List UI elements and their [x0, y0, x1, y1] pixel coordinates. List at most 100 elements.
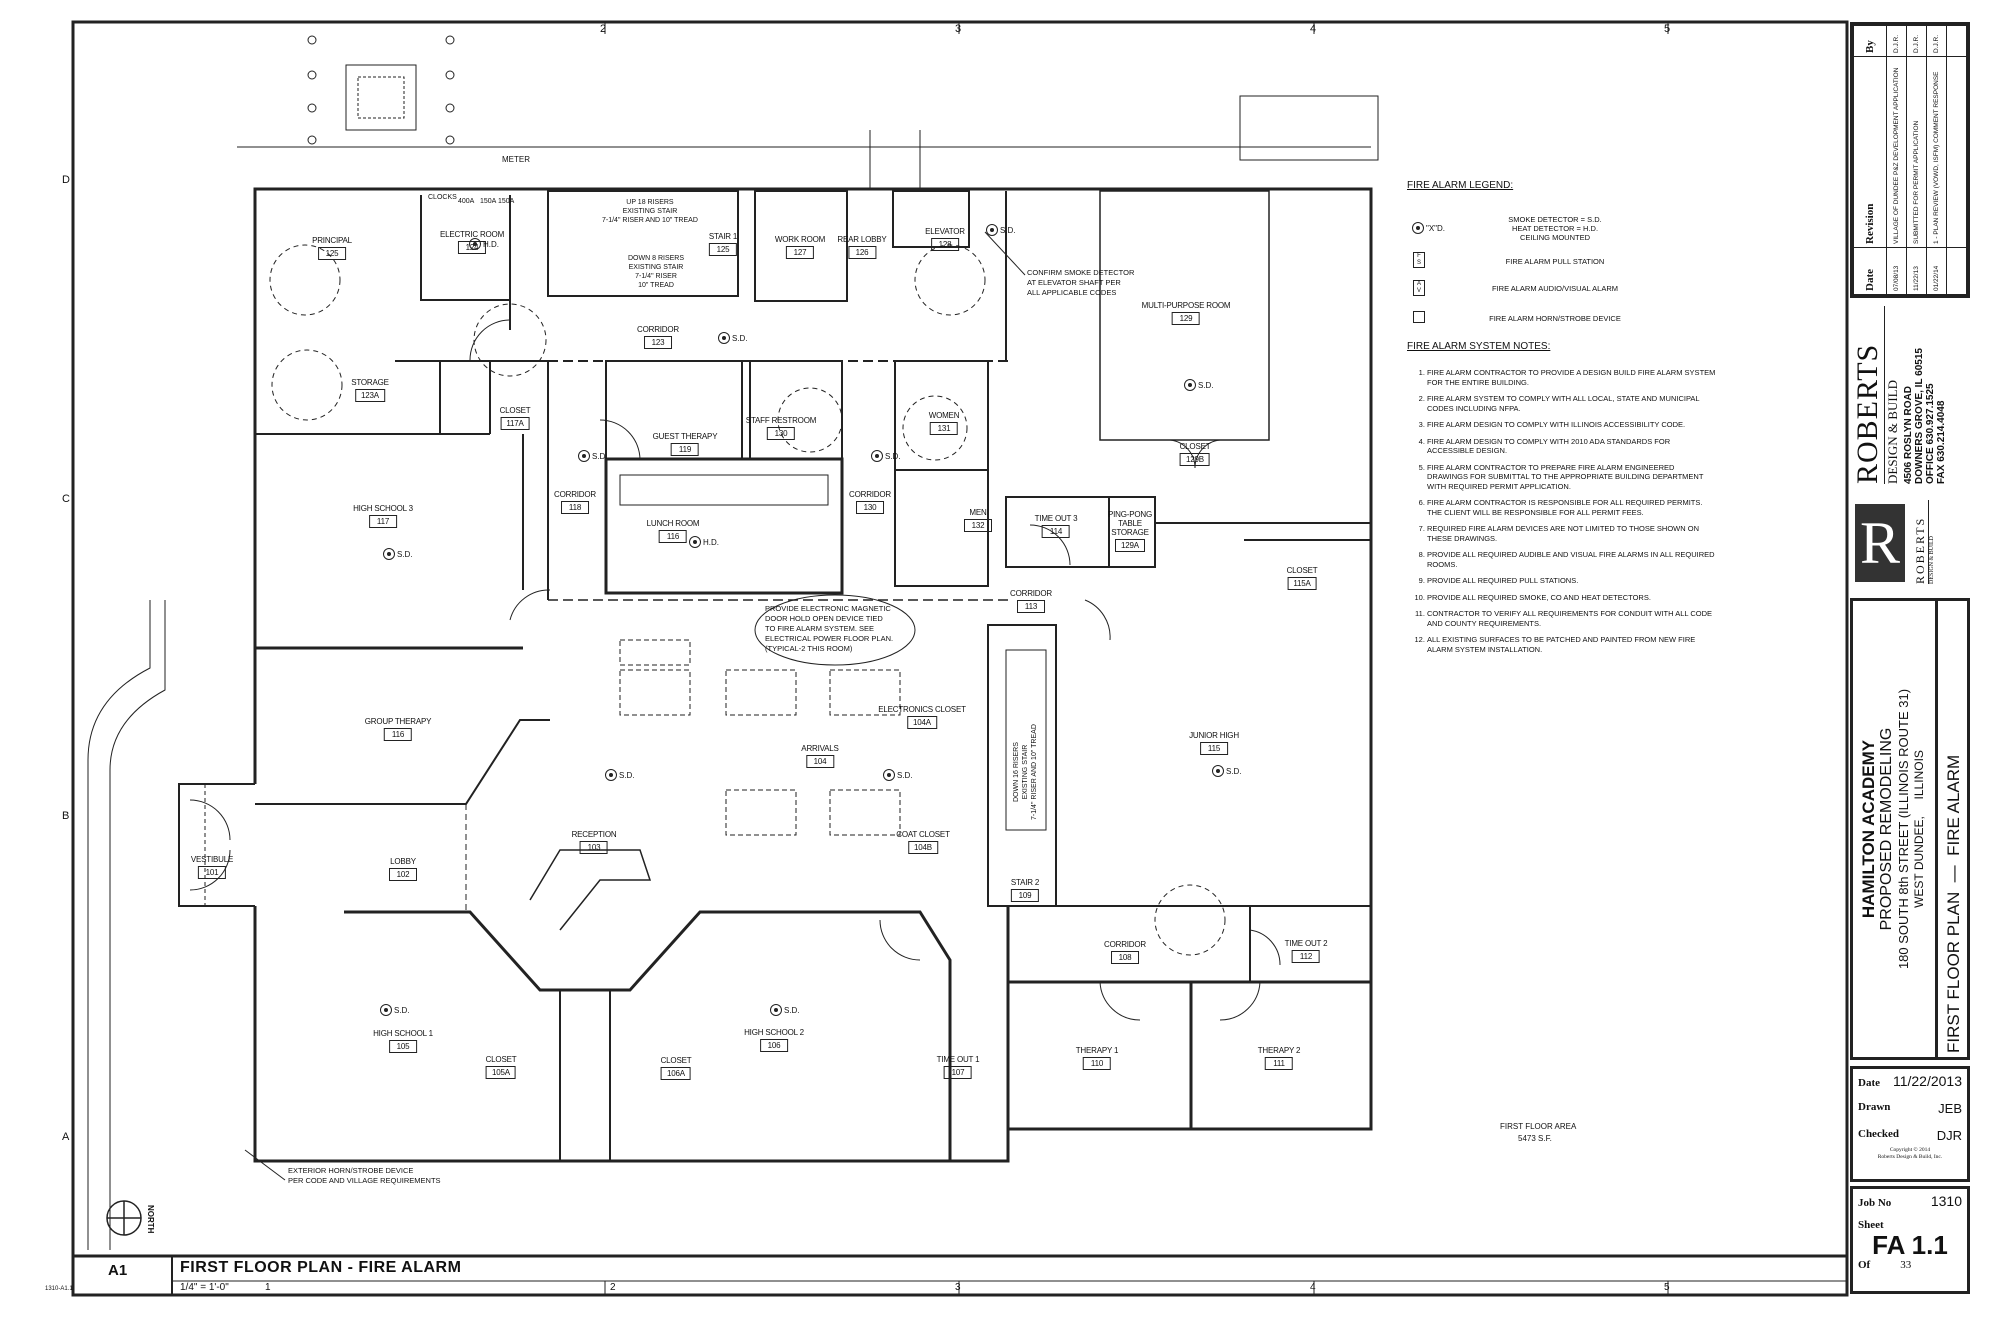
- date-value: 11/22/2013: [1892, 1073, 1962, 1089]
- room-number: 104: [805, 755, 834, 768]
- detector-label: S.D.: [619, 770, 635, 780]
- room-number: 112: [1292, 950, 1320, 963]
- smoke-detector-icon: S.D.: [578, 450, 608, 462]
- room-label: CORRIDOR 118: [554, 490, 596, 514]
- stair-2-note: DOWN 16 RISERS EXISTING STAIR 7-1/4" RIS…: [1013, 724, 1038, 820]
- heat-detector-icon: H.D.: [689, 536, 719, 548]
- room-number: 113: [1017, 600, 1045, 613]
- door-swings: [189, 319, 1281, 1021]
- room-number: 128: [931, 238, 959, 251]
- room-name: THERAPY 1: [1075, 1046, 1119, 1055]
- detector-label: S.D.: [885, 451, 901, 461]
- sheet-number: FA 1.1: [1872, 1230, 1948, 1260]
- room-number: 129B: [1180, 453, 1210, 466]
- room-number: 132: [964, 519, 992, 532]
- of-label: Of: [1858, 1259, 1871, 1271]
- room-number: 106A: [661, 1067, 691, 1080]
- smoke-detector-icon: S.D.: [770, 1004, 800, 1016]
- detector-label: S.D.: [592, 451, 608, 461]
- room-number: 118: [561, 501, 589, 514]
- checked-label: Checked: [1858, 1128, 1899, 1140]
- project-name: HAMILTON ACADEMY: [1859, 739, 1878, 919]
- note-item: REQUIRED FIRE ALARM DEVICES ARE NOT LIMI…: [1427, 524, 1717, 543]
- floor-area-value: 5473 S.F.: [1518, 1134, 1552, 1143]
- grid-number: 4: [1310, 1282, 1316, 1293]
- grid-letter: C: [62, 493, 70, 505]
- address-line: OFFICE 630.927.1525: [1925, 383, 1936, 484]
- room-name: GROUP THERAPY: [364, 717, 432, 726]
- stair-1-up-note: UP 18 RISERS EXISTING STAIR 7-1/4" RISER…: [602, 199, 698, 224]
- room-number: 103: [580, 841, 608, 854]
- heat-detector-icon: H.D.: [469, 238, 499, 250]
- room-number: 130: [856, 501, 884, 514]
- room-label: RECEPTION 103: [572, 830, 617, 854]
- room-number: 127: [785, 246, 814, 259]
- room-number: 129A: [1115, 539, 1145, 552]
- room-name: CLOSET: [660, 1056, 692, 1065]
- room-name: HIGH SCHOOL 2: [744, 1028, 804, 1037]
- room-number: 102: [389, 868, 417, 881]
- room-label: PING-PONG TABLE STORAGE 129A: [1100, 510, 1160, 552]
- note-item: FIRE ALARM DESIGN TO COMPLY WITH ILLINOI…: [1427, 420, 1717, 430]
- drawn-value: JEB: [1938, 1101, 1962, 1116]
- note-item: FIRE ALARM DESIGN TO COMPLY WITH 2010 AD…: [1427, 437, 1717, 456]
- grid-number: 4: [1310, 23, 1317, 35]
- firm-name: ROBERTS: [1851, 343, 1884, 484]
- room-number: 115A: [1287, 577, 1317, 590]
- note-item: ALL EXISTING SURFACES TO BE PATCHED AND …: [1427, 635, 1717, 654]
- room-number: 104A: [907, 716, 937, 729]
- smoke-detector-icon: S.D.: [986, 224, 1016, 236]
- detector-label: H.D.: [483, 239, 499, 249]
- arrivals-tables: [619, 639, 901, 836]
- room-number: 114: [1042, 525, 1070, 538]
- note-item: FIRE ALARM SYSTEM TO COMPLY WITH ALL LOC…: [1427, 394, 1717, 413]
- grid-number: 2: [600, 23, 607, 35]
- smoke-detector-icon: S.D.: [883, 769, 913, 781]
- room-name: CLOSET: [499, 406, 531, 415]
- room-number: 117: [368, 515, 397, 528]
- room-name: TIME OUT 1: [936, 1055, 980, 1064]
- room-name: THERAPY 2: [1257, 1046, 1301, 1055]
- note-item: FIRE ALARM CONTRACTOR IS RESPONSIBLE FOR…: [1427, 498, 1717, 517]
- site-features: [87, 35, 1379, 1250]
- elevator-detector-note: CONFIRM SMOKE DETECTOR AT ELEVATOR SHAFT…: [1027, 268, 1135, 297]
- room-name: PRINCIPAL: [312, 236, 352, 245]
- logo-name: ROBERTS: [1913, 500, 1929, 584]
- smoke-detector-icon: S.D.: [383, 548, 413, 560]
- room-name: CORRIDOR: [554, 490, 596, 499]
- interior-walls: [204, 190, 1371, 1161]
- file-reference: 1310-A1.1: [45, 1286, 73, 1292]
- room-number: 116: [658, 530, 687, 543]
- room-name: PING-PONG TABLE STORAGE: [1108, 510, 1152, 537]
- room-name: VESTIBULE: [190, 855, 234, 864]
- room-name: STAIR 1: [708, 232, 738, 241]
- room-number: 106: [759, 1039, 788, 1052]
- room-number: 130: [766, 427, 795, 440]
- note-item: FIRE ALARM CONTRACTOR TO PREPARE FIRE AL…: [1427, 463, 1717, 492]
- room-number: 126: [847, 246, 876, 259]
- smoke-detector-icon: S.D.: [1212, 765, 1242, 777]
- room-name: RECEPTION: [571, 830, 617, 839]
- room-name: GUEST THERAPY: [652, 432, 718, 441]
